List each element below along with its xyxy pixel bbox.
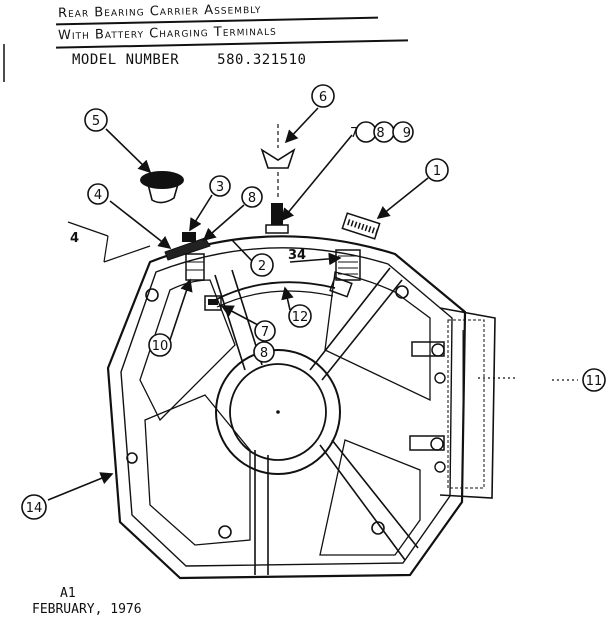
callout-6: 6	[319, 90, 327, 105]
callout-8-upper: 8	[248, 191, 256, 206]
dimension-label-4: 4	[70, 231, 79, 246]
callout-2: 2	[258, 259, 266, 274]
footer-code: A1	[60, 586, 76, 601]
bearing-hub-inner	[229, 363, 327, 461]
wire-clip-terminal	[204, 295, 222, 311]
callout-7-8-9: 7 8 9	[350, 126, 418, 141]
dimension-lines	[67, 221, 151, 263]
leader-lines	[47, 107, 429, 501]
callout-1: 1	[433, 164, 441, 179]
callout-circles	[21, 84, 606, 520]
terminal-board	[439, 307, 496, 499]
housing-window-upper-right	[324, 271, 431, 402]
model-number-value: 580.321510	[217, 52, 307, 68]
charging-terminal-upper	[411, 341, 446, 384]
housing-window-lower-left	[144, 394, 251, 546]
housing-inner-rim	[120, 247, 453, 567]
bearing-hub-outer	[215, 349, 341, 475]
callout-7-lower: 7	[261, 325, 269, 340]
terminal-plate-assembly	[164, 232, 211, 281]
housing-window-lower-right	[319, 439, 421, 556]
charging-terminal-lower	[409, 435, 446, 473]
footer-date: FEBRUARY, 1976	[32, 602, 142, 617]
bearing-carrier-housing	[106, 235, 467, 580]
wing-nut	[260, 124, 296, 200]
callout-14: 14	[26, 501, 43, 516]
knob-cap	[140, 171, 184, 204]
connecting-wire	[214, 281, 336, 301]
terminal-board-texture	[447, 319, 485, 489]
callout-8-lower: 8	[260, 346, 268, 361]
terminal-stud	[265, 203, 289, 234]
connecting-wire-edge	[216, 290, 334, 308]
callout-3: 3	[216, 180, 224, 195]
diode-terminal-upper	[329, 212, 381, 298]
callout-4: 4	[94, 188, 102, 203]
bolt-holes	[126, 285, 409, 539]
callout-5: 5	[92, 114, 100, 129]
part-number-34: 34	[288, 248, 306, 263]
hub-center-point	[276, 410, 280, 414]
model-number-line: MODEL NUMBER 580.321510	[72, 52, 306, 68]
callout-12: 12	[292, 310, 309, 325]
callout-10: 10	[152, 339, 169, 354]
housing-ribs	[214, 267, 419, 575]
model-number-label: MODEL NUMBER	[72, 52, 180, 68]
callout-11: 11	[586, 374, 603, 389]
